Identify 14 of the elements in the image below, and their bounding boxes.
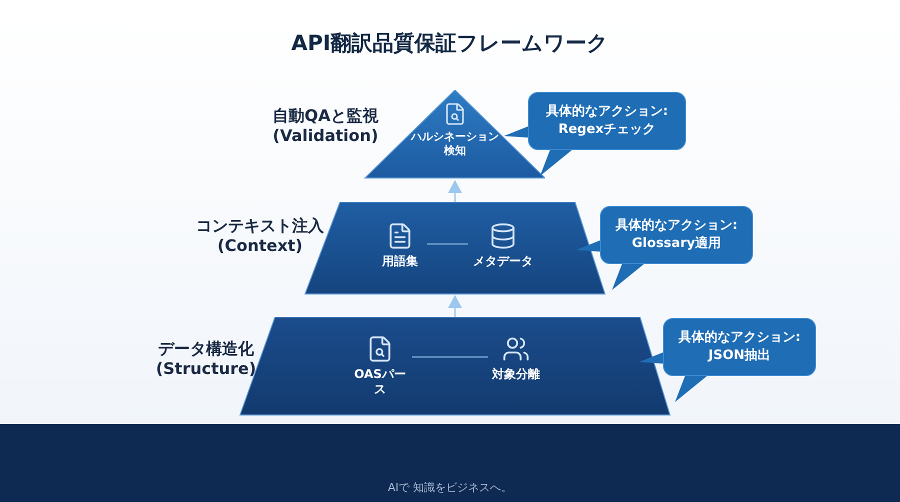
item-label: OASパース (353, 367, 407, 397)
tier-heading: コンテキスト注入 (Context) (195, 216, 325, 256)
diagram-title: API翻訳品質保証フレームワーク (290, 30, 610, 57)
tier-heading: データ構造化 (Structure) (154, 339, 258, 379)
arrow (448, 295, 462, 317)
connector-line (427, 243, 468, 245)
item-label: ハルシネーション検知 (410, 130, 500, 158)
item-label: 対象分離 (492, 367, 540, 382)
arrow (448, 180, 462, 202)
tagline: AIで 知識をビジネスへ。 (388, 480, 512, 496)
tier-heading: 自動QAと監視 (Validation) (272, 106, 380, 146)
item-label: メタデータ (473, 254, 533, 269)
connector-line (412, 356, 488, 358)
item-label: 用語集 (382, 254, 418, 269)
